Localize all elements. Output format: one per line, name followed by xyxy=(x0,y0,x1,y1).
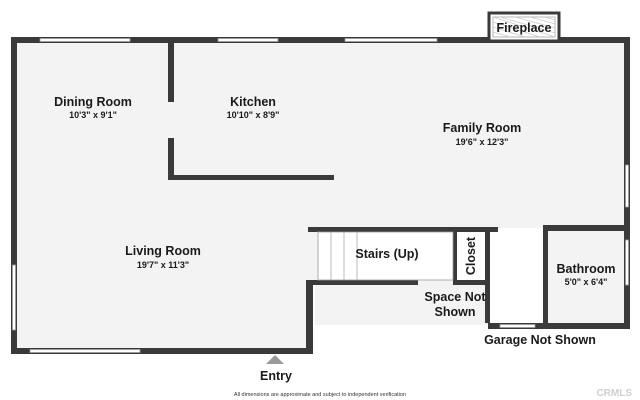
space-not-shown-line2: Shown xyxy=(435,305,476,319)
kitchen-name: Kitchen xyxy=(230,95,276,109)
windows xyxy=(12,38,629,353)
floor-area xyxy=(15,40,626,350)
bathroom-name: Bathroom xyxy=(556,262,615,276)
fireplace-label: Fireplace xyxy=(497,21,552,35)
stairs xyxy=(317,231,454,281)
dining-room-dim: 10'3" x 9'1" xyxy=(69,110,117,120)
bathroom-floor xyxy=(546,229,626,325)
dining-room-name: Dining Room xyxy=(54,95,132,109)
garage-not-shown-label: Garage Not Shown xyxy=(484,333,596,347)
fireplace xyxy=(487,11,561,43)
closet-label: Closet xyxy=(464,236,478,275)
kitchen-dim: 10'10" x 8'9" xyxy=(227,110,280,120)
family-room-dim: 19'6" x 12'3" xyxy=(456,137,509,147)
bathroom-dim: 5'0" x 6'4" xyxy=(565,277,608,287)
stairs-label: Stairs (Up) xyxy=(355,247,418,261)
living-room-name: Living Room xyxy=(125,244,201,258)
interior-walls xyxy=(168,40,630,329)
watermark: CRMLS xyxy=(596,388,632,399)
entry-arrow-icon xyxy=(266,355,284,364)
family-room-name: Family Room xyxy=(443,121,522,135)
closet-box xyxy=(457,232,485,280)
living-room-dim: 19'7" x 11'3" xyxy=(137,260,189,270)
entry-label: Entry xyxy=(260,369,292,383)
disclaimer-text: All dimensions are approximate and subje… xyxy=(234,392,406,398)
space-not-shown-line1: Space Not xyxy=(424,290,486,304)
